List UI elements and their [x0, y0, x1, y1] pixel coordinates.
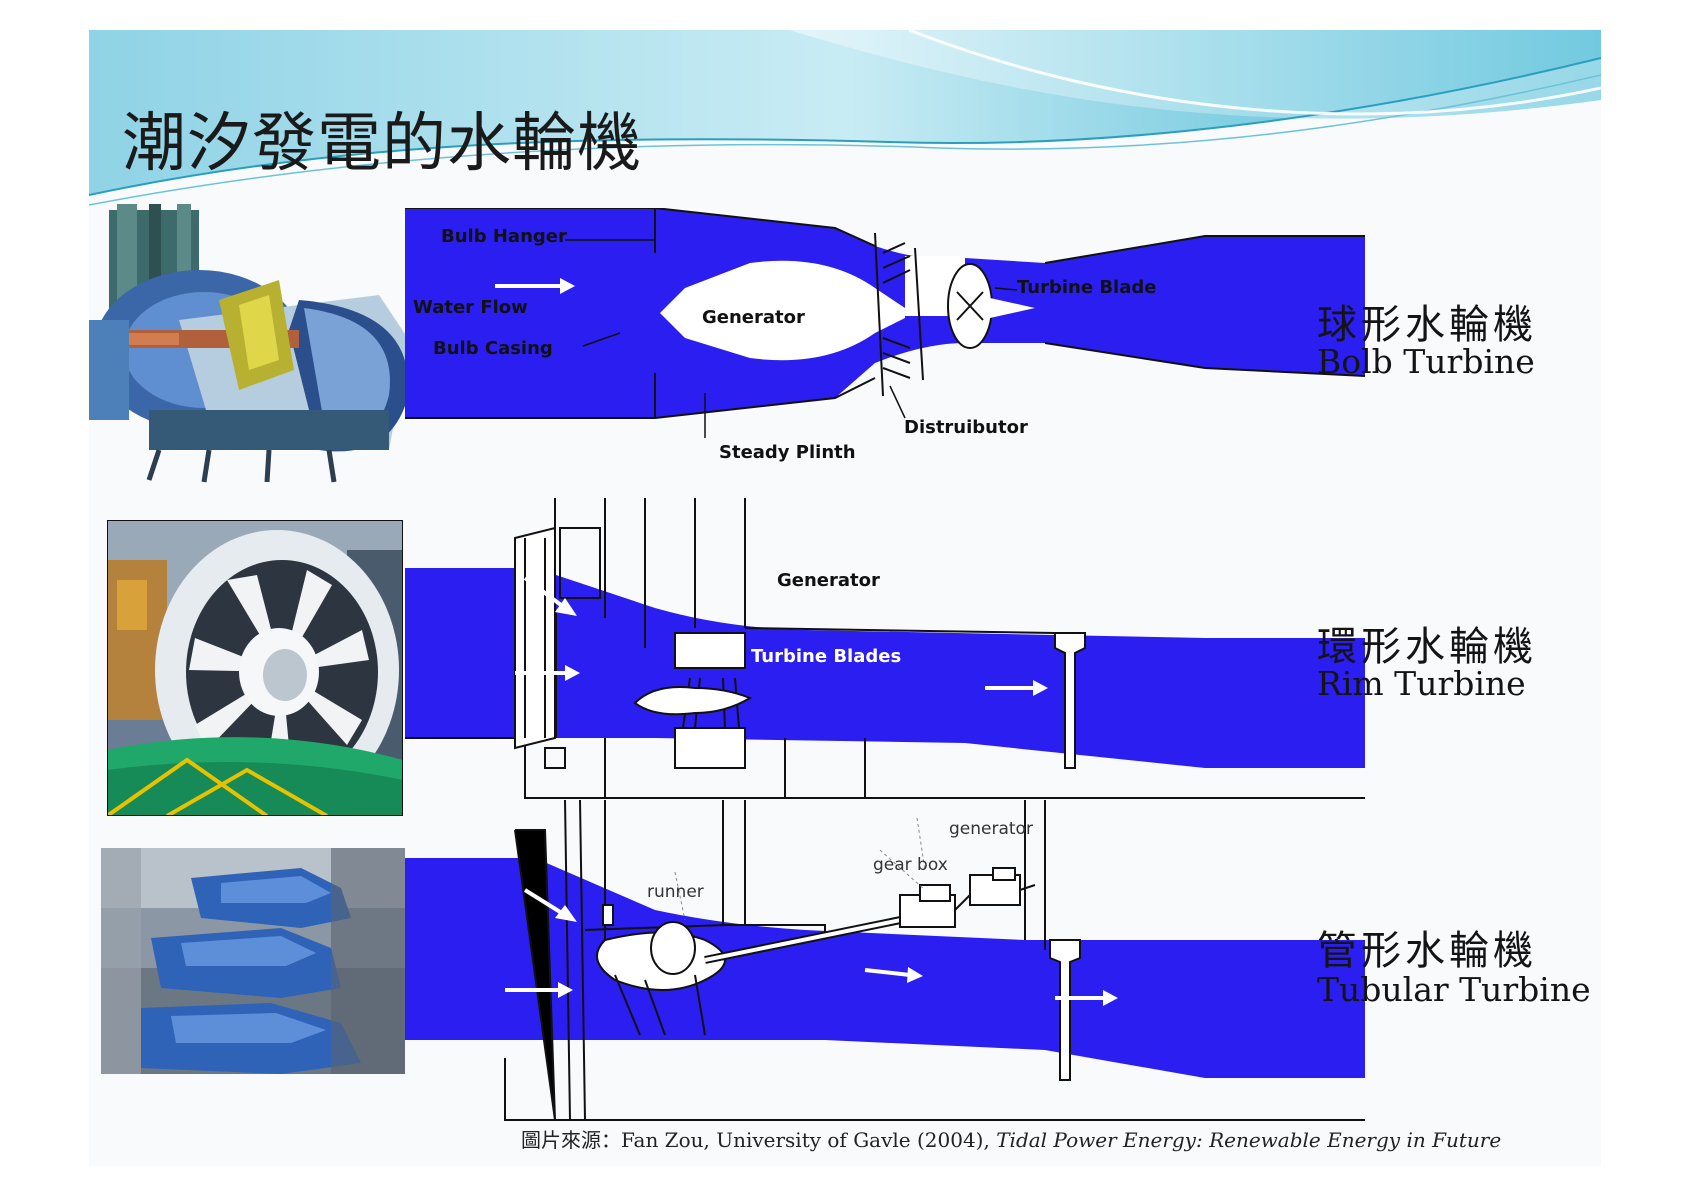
label-generator: Generator	[777, 570, 880, 591]
label-bulb-hanger: Bulb Hanger	[441, 226, 567, 247]
tubular-turbine-diagram: generator gear box runner	[405, 800, 1365, 1121]
source-citation: 圖片來源：Fan Zou, University of Gavle (2004)…	[521, 1124, 1501, 1153]
label-gear-box: gear box	[873, 855, 948, 875]
slide: 潮汐發電的水輪機	[89, 30, 1601, 1166]
header-wave-banner	[89, 30, 1601, 206]
rim-turbine-diagram: Generator Turbine Blades	[405, 498, 1365, 799]
caption-en-bulb: Bolb Turbine	[1317, 342, 1535, 381]
caption-en-tubular: Tubular Turbine	[1317, 970, 1591, 1009]
source-title: Tidal Power Energy: Renewable Energy in …	[996, 1128, 1502, 1152]
label-bulb-casing: Bulb Casing	[433, 338, 553, 359]
label-turbine-blades: Turbine Blades	[751, 646, 901, 667]
label-generator: Generator	[702, 307, 805, 328]
source-prefix: 圖片來源：Fan Zou, University of Gavle (2004)…	[521, 1128, 997, 1152]
caption-en-rim: Rim Turbine	[1317, 664, 1526, 703]
label-runner: runner	[647, 882, 704, 902]
label-generator: generator	[949, 819, 1033, 839]
bulb-turbine-render	[89, 204, 409, 483]
slide-title: 潮汐發電的水輪機	[122, 107, 642, 181]
rim-turbine-photo	[107, 520, 403, 816]
caption-cn-bulb: 球形水輪機	[1317, 302, 1537, 348]
bulb-turbine-diagram: Bulb Hanger Water Flow Bulb Casing Gener…	[405, 208, 1365, 463]
label-steady-plinth: Steady Plinth	[719, 442, 856, 463]
tubular-turbine-photo	[101, 848, 405, 1074]
caption-cn-rim: 環形水輪機	[1317, 624, 1537, 670]
label-turbine-blade: Turbine Blade	[1017, 277, 1156, 298]
caption-cn-tubular: 管形水輪機	[1317, 928, 1537, 974]
label-distributor: Distruibutor	[904, 417, 1028, 438]
label-water-flow: Water Flow	[413, 297, 528, 318]
